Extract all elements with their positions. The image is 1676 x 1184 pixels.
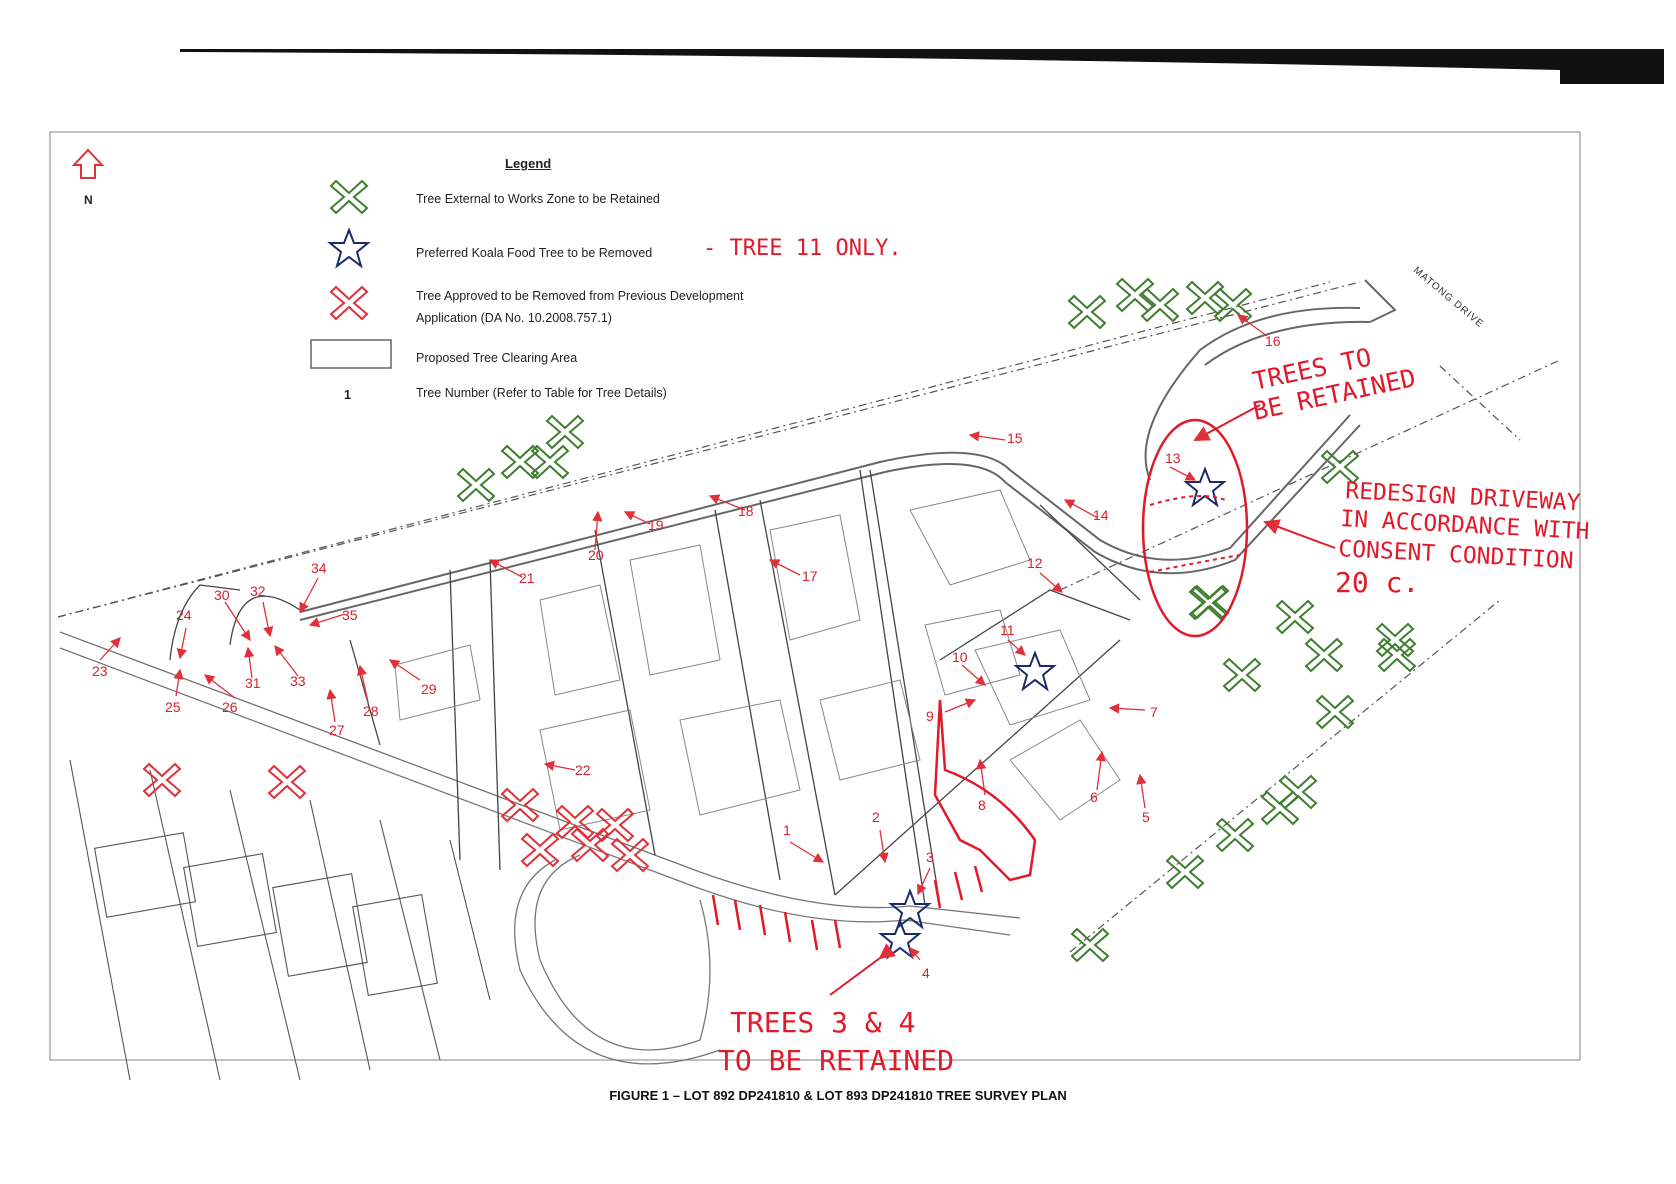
scan-edge-bar bbox=[180, 49, 1664, 84]
tree-number: 24 bbox=[176, 607, 192, 623]
tree-number: 21 bbox=[519, 570, 535, 586]
removed-tree-icon bbox=[596, 808, 634, 842]
tree-number: 20 bbox=[588, 547, 604, 563]
internal-driveway bbox=[299, 279, 1397, 621]
tree-number: 13 bbox=[1165, 450, 1181, 466]
retained-tree-icon bbox=[1279, 775, 1317, 809]
retained-tree-icon bbox=[1186, 281, 1224, 315]
tree-number: 22 bbox=[575, 762, 591, 778]
tree-number: 32 bbox=[250, 583, 266, 599]
legend-title: Legend bbox=[505, 156, 552, 171]
removed-tree-icon bbox=[611, 838, 649, 872]
tree-pointer-arrows bbox=[99, 314, 1268, 961]
tree11-note: - TREE 11 ONLY. bbox=[703, 236, 902, 261]
removed-tree-icon bbox=[556, 805, 594, 839]
retained-tree-icon bbox=[1214, 288, 1252, 322]
retained-tree-icon bbox=[1141, 288, 1179, 322]
retained-tree-icon bbox=[1316, 695, 1354, 729]
tree-number: 19 bbox=[648, 517, 664, 533]
handwritten-markup: - TREE 11 ONLY. TREES TO BE RETAINED RED… bbox=[703, 236, 1590, 1077]
tree-number: 28 bbox=[363, 703, 379, 719]
tree-number: 4 bbox=[922, 965, 930, 981]
legend-clearing-area-swatch bbox=[310, 339, 392, 369]
tree-number: 2 bbox=[872, 809, 880, 825]
tree-number: 18 bbox=[738, 503, 754, 519]
trees34-note-line1: TREES 3 & 4 bbox=[730, 1006, 915, 1039]
retained-tree-icon bbox=[1261, 791, 1299, 825]
tree-13-circle bbox=[1141, 418, 1249, 638]
tree-number: 14 bbox=[1093, 507, 1109, 523]
building-footprints bbox=[394, 489, 1121, 831]
driveway-hatch bbox=[711, 865, 984, 951]
retained-tree-icon bbox=[546, 415, 584, 449]
tree-number: 9 bbox=[926, 708, 934, 724]
legend-tree-number-desc: Tree Number (Refer to Table for Tree Det… bbox=[416, 386, 667, 400]
neighbouring-lots bbox=[69, 759, 491, 1081]
tree-number: 8 bbox=[978, 797, 986, 813]
removed-tree-icon bbox=[268, 765, 306, 799]
tree-number: 25 bbox=[165, 699, 181, 715]
figure-caption: FIGURE 1 – LOT 892 DP241810 & LOT 893 DP… bbox=[609, 1088, 1067, 1103]
tree-number: 31 bbox=[245, 675, 261, 691]
redesign-note-line4: 20 c. bbox=[1335, 566, 1419, 599]
koala-tree-11-star-icon bbox=[1015, 652, 1055, 690]
tree-number: 5 bbox=[1142, 809, 1150, 825]
legend-koala-removed: Preferred Koala Food Tree to be Removed bbox=[416, 246, 653, 260]
tree-number: 34 bbox=[311, 560, 327, 576]
tree-number: 17 bbox=[802, 568, 818, 584]
lot-lines bbox=[169, 469, 1141, 906]
north-label: N bbox=[84, 193, 93, 207]
tree-number: 16 bbox=[1265, 333, 1281, 349]
retained-tree-icon bbox=[1191, 585, 1229, 619]
tree-number: 30 bbox=[214, 587, 230, 603]
tree-number: 15 bbox=[1007, 430, 1023, 446]
retained-tree-icon bbox=[1189, 586, 1227, 620]
tree-number: 35 bbox=[342, 607, 358, 623]
legend-koala-star-icon bbox=[329, 229, 369, 267]
koala-tree-13-star-icon bbox=[1185, 468, 1225, 506]
legend-retained-icon bbox=[330, 180, 368, 214]
legend-approved-removed-line1: Tree Approved to be Removed from Previou… bbox=[416, 289, 744, 303]
retained-tree-icon bbox=[1068, 295, 1106, 329]
tree-number: 26 bbox=[222, 699, 238, 715]
retained-tree-icon bbox=[1166, 855, 1204, 889]
retained-tree-icon bbox=[1071, 928, 1109, 962]
retained-tree-icon bbox=[1276, 600, 1314, 634]
retained-tree-icon bbox=[1216, 818, 1254, 852]
tree-number-labels: 1 2 3 4 5 6 7 8 9 10 11 12 13 14 15 16 1… bbox=[92, 333, 1281, 981]
retained-tree-icon bbox=[1223, 658, 1261, 692]
access-road bbox=[59, 631, 1021, 1065]
tree-number: 29 bbox=[421, 681, 437, 697]
retained-tree-icon bbox=[1305, 638, 1343, 672]
tree-number: 27 bbox=[329, 722, 345, 738]
legend-tree-number-sample: 1 bbox=[344, 388, 351, 402]
tree-number: 11 bbox=[1000, 622, 1015, 638]
retained-tree-icon bbox=[457, 468, 495, 502]
retained-tree-icon bbox=[1116, 278, 1154, 312]
legend-external-retained: Tree External to Works Zone to be Retain… bbox=[416, 192, 660, 206]
tree-number: 6 bbox=[1090, 789, 1098, 805]
legend-removed-icon bbox=[330, 286, 368, 320]
plan-frame bbox=[49, 131, 1581, 1061]
clearing-area-outline bbox=[933, 699, 1037, 882]
tree-number: 3 bbox=[926, 849, 934, 865]
tree-number: 33 bbox=[290, 673, 306, 689]
tree-number: 10 bbox=[952, 649, 968, 665]
approved-removal-trees bbox=[143, 763, 649, 872]
tree-number: 1 bbox=[783, 822, 791, 838]
north-arrow-icon bbox=[71, 148, 105, 179]
legend-clearing-area: Proposed Tree Clearing Area bbox=[416, 351, 578, 365]
legend-approved-removed-line2: Application (DA No. 10.2008.757.1) bbox=[416, 311, 612, 325]
removed-tree-icon bbox=[143, 763, 181, 797]
tree-number: 7 bbox=[1150, 704, 1158, 720]
tree-number: 23 bbox=[92, 663, 108, 679]
trees34-note-line2: TO BE RETAINED bbox=[718, 1044, 954, 1077]
tree-number: 12 bbox=[1027, 555, 1043, 571]
